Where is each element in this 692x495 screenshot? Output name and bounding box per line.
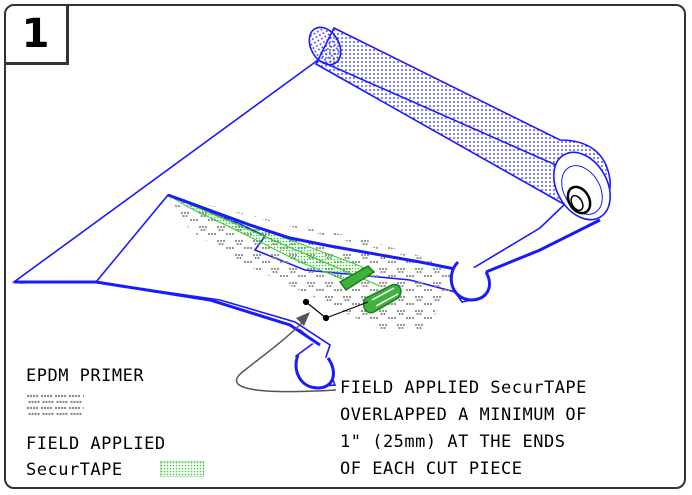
legend-tape-label-line1: FIELD APPLIED: [26, 434, 166, 454]
step-number: 1: [21, 10, 50, 57]
note-line: 1" (25mm) AT THE ENDS: [340, 432, 566, 452]
legend-tape-label-line2: SecurTAPE: [26, 460, 123, 480]
seam-roller-tool: [338, 265, 402, 314]
note-line: OVERLAPPED A MINIMUM OF: [340, 405, 587, 425]
note-line: OF EACH CUT PIECE: [340, 459, 523, 479]
note-leader-arrow: [235, 312, 337, 393]
legend-primer-swatch: [26, 393, 84, 417]
lower-curl: [14, 280, 335, 390]
note-line: FIELD APPLIED SecurTAPE: [340, 378, 587, 398]
legend-tape-swatch: [160, 461, 204, 477]
legend-primer-label: EPDM PRIMER: [26, 366, 145, 386]
upper-curl: [167, 193, 601, 302]
callout-note: FIELD APPLIED SecurTAPE OVERLAPPED A MIN…: [340, 376, 587, 484]
step-number-box: 1: [5, 5, 69, 65]
membrane-roll: [308, 26, 611, 221]
overlap-dimension: [302, 298, 369, 322]
